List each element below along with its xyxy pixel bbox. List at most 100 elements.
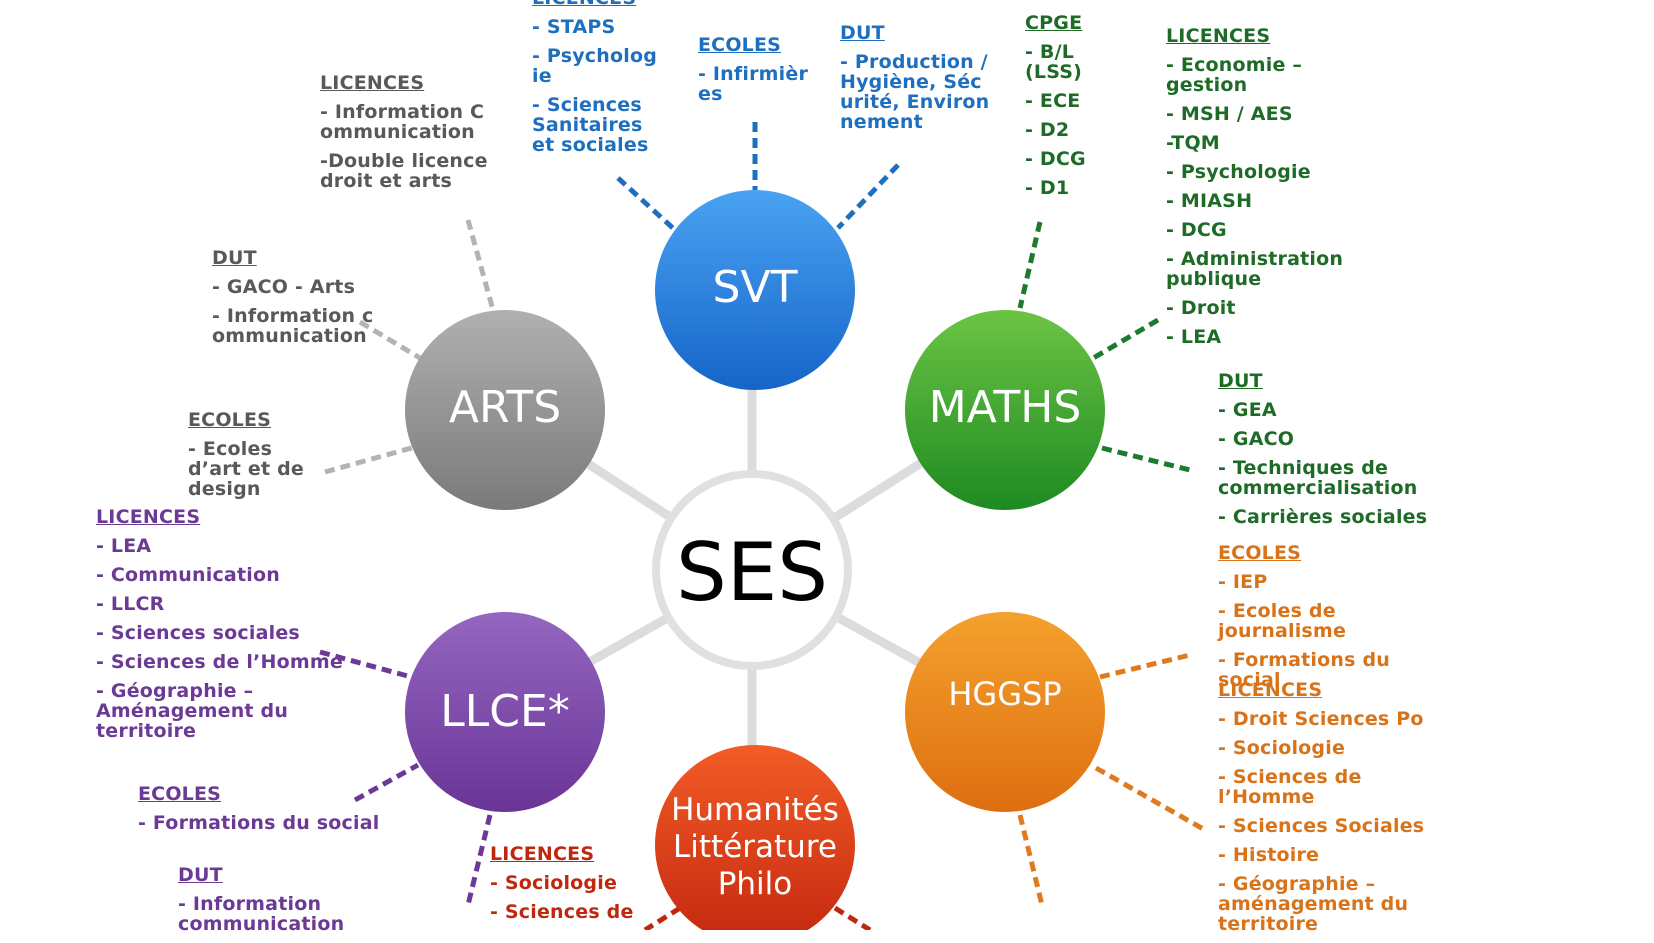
hggsp-ecoles-group: ECOLES - IEP - Ecoles de journalisme - F… [1218, 543, 1418, 699]
llce-licences-item: - Géographie – Aménagement du territoire [96, 680, 289, 742]
hggsp-licences-item: - Géographie – aménagement du territoire [1218, 873, 1409, 935]
arts-ecoles-heading: ECOLES [188, 409, 272, 431]
llce-dut-group: DUT - Information communication [178, 865, 378, 943]
svt-dut-heading: DUT [840, 22, 885, 44]
node-arts-label: ARTS [449, 382, 561, 433]
maths-dut-group: DUT - GEA - GACO - Techniques de commerc… [1218, 371, 1468, 536]
maths-licences-item: - MSH / AES [1166, 103, 1293, 125]
connector-maths-dut [1101, 445, 1191, 473]
arts-dut-item: - Information communication [212, 305, 374, 347]
hlp-licences-group: LICENCES - Sociologie - Sciences de [490, 844, 640, 931]
connector-llce-licences [319, 649, 416, 681]
node-svt: SVT [655, 190, 855, 390]
llce-licences-heading: LICENCES [96, 506, 201, 528]
hggsp-licences-group: LICENCES - Droit Sciences Po - Sociologi… [1218, 680, 1458, 943]
maths-dut-heading: DUT [1218, 370, 1263, 392]
maths-dut-item: - GEA [1218, 399, 1277, 421]
connector-llce-ecoles [353, 762, 420, 803]
arts-ecoles-group: ECOLES - Ecoles d’art et de design [188, 410, 328, 508]
svt-ecoles-heading: ECOLES [698, 34, 782, 56]
maths-licences-item: - DCG [1166, 219, 1227, 241]
llce-dut-item: - Information communication [178, 893, 345, 935]
arts-licences-item: - Information Communication [320, 101, 485, 143]
svt-licences-item: - Sciences Sanitaires et sociales [532, 94, 649, 156]
maths-dut-item: - GACO [1218, 428, 1295, 450]
hggsp-licences-item: - Histoire [1218, 844, 1320, 866]
connector-llce-dut [465, 814, 493, 906]
node-svt-label: SVT [713, 262, 798, 313]
hggsp-ecoles-heading: ECOLES [1218, 542, 1302, 564]
llce-licences-item: - Communication [96, 564, 280, 586]
node-hggsp-label: HGGSP [948, 675, 1061, 713]
connector-svt-dut [836, 163, 900, 230]
llce-dut-heading: DUT [178, 864, 223, 886]
llce-licences-item: - Sciences sociales [96, 622, 300, 644]
center-label: SES [676, 526, 828, 619]
llce-ecoles-item: - Formations du social [138, 812, 380, 834]
connector-hlp-right [833, 905, 872, 930]
maths-cpge-group: CPGE - B/L (LSS) - ECE - D2 - DCG - D1 [1025, 13, 1115, 207]
llce-licences-item: - LLCR [96, 593, 165, 615]
node-hlp-label-line1: Humanités [671, 792, 839, 828]
connector-arts-licences [465, 219, 496, 311]
arts-dut-heading: DUT [212, 247, 257, 269]
connector-arts-dut [358, 319, 422, 361]
maths-licences-item: - Administration publique [1166, 248, 1344, 290]
connector-hggsp-licences [1094, 765, 1207, 833]
svt-ecoles-group: ECOLES - Infirmières [698, 35, 816, 113]
hggsp-ecoles-item: - IEP [1218, 571, 1268, 593]
node-hggsp: HGGSP [905, 612, 1105, 812]
hggsp-licences-item: - Sciences de l’Homme [1218, 766, 1362, 808]
maths-cpge-item: - D1 [1025, 177, 1070, 199]
maths-cpge-item: - D2 [1025, 119, 1070, 141]
node-maths: MATHS [905, 310, 1105, 510]
center-node [652, 470, 852, 670]
maths-dut-item: - Techniques de commercialisation [1218, 457, 1418, 499]
arts-dut-item: - GACO - Arts [212, 276, 356, 298]
maths-licences-item: - LEA [1166, 326, 1222, 348]
maths-licences-group: LICENCES - Economie – gestion - MSH / AE… [1166, 26, 1366, 356]
svt-dut-group: DUT - Production / Hygiène, Sécurité, En… [840, 23, 990, 141]
maths-licences-item: - Economie – gestion [1166, 54, 1303, 96]
hggsp-licences-item: - Sociologie [1218, 737, 1346, 759]
maths-cpge-heading: CPGE [1025, 12, 1083, 34]
hlp-licences-item: - Sociologie [490, 872, 618, 894]
node-hlp-label-line3: Philo [718, 866, 793, 902]
node-hlp-label-line2: Littérature [673, 829, 837, 865]
connector-maths-cpge [1017, 221, 1043, 309]
arts-ecoles-item: - Ecoles d’art et de design [188, 438, 304, 500]
svt-licences-heading: LICENCES [532, 0, 662, 8]
arts-dut-group: DUT - GACO - Arts - Information communic… [212, 248, 377, 355]
node-llce-label: LLCE* [440, 686, 570, 737]
hggsp-ecoles-item: - Formations du social [1218, 649, 1390, 691]
maths-licences-item: - Droit [1166, 297, 1236, 319]
node-llce: LLCE* [405, 612, 605, 812]
hggsp-ecoles-item: - Ecoles de journalisme [1218, 600, 1347, 642]
arts-licences-item: -Double licence droit et arts [320, 150, 488, 192]
hggsp-licences-item: - Droit Sciences Po [1218, 708, 1424, 730]
maths-cpge-item: - DCG [1025, 148, 1086, 170]
arts-licences-group: LICENCES - Information Communication -Do… [320, 73, 488, 200]
connector-maths-licences [1088, 317, 1160, 363]
maths-licences-item: - Psychologie [1166, 161, 1311, 183]
maths-dut-item: - Carrières sociales [1218, 506, 1428, 528]
maths-licences-heading: LICENCES [1166, 25, 1271, 47]
hggsp-licences-heading: LICENCES [1218, 679, 1323, 701]
svt-licences-item: - Psychologie [532, 45, 657, 87]
maths-cpge-item: - B/L (LSS) [1025, 41, 1082, 83]
connector-arts-ecoles [324, 444, 416, 475]
hlp-licences-item: - Sciences de [490, 901, 634, 923]
llce-ecoles-heading: ECOLES [138, 783, 222, 805]
node-hlp: Humanités Littérature Philo [655, 745, 855, 930]
node-arts: ARTS [405, 310, 605, 510]
svt-licences-group: LICENCES - STAPS - Psychologie - Science… [532, 0, 662, 164]
hggsp-licences-item: - Sciences Sociales [1218, 815, 1425, 837]
arts-licences-heading: LICENCES [320, 72, 425, 94]
connector-svt-licences [616, 176, 677, 232]
maths-licences-item: -TQM [1166, 132, 1220, 154]
llce-licences-group: LICENCES - LEA - Communication - LLCR - … [96, 506, 343, 750]
connector-hlp-left [643, 905, 682, 930]
maths-licences-item: - MIASH [1166, 190, 1253, 212]
llce-ecoles-group: ECOLES - Formations du social [138, 784, 408, 842]
